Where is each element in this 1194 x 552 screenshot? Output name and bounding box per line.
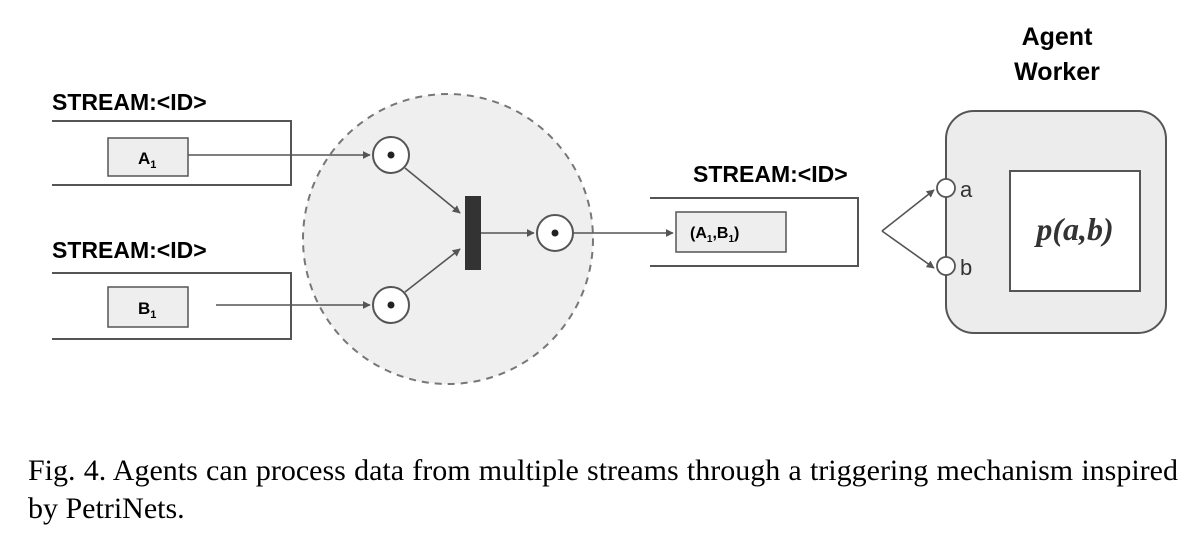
output-stream: STREAM:<ID> (A1,B1)	[650, 161, 859, 267]
stream-pipe-bottom	[52, 272, 292, 340]
place-top	[372, 136, 410, 174]
message-label-b1: B1	[138, 299, 156, 321]
port-a-label: a	[960, 177, 973, 202]
message-a1-letter: A	[138, 149, 150, 168]
port-b	[936, 256, 956, 276]
message-label-a1: A1	[138, 149, 156, 171]
input-stream-bottom-title: STREAM:<ID>	[52, 237, 207, 263]
function-label: p(a,b)	[1033, 211, 1113, 247]
token-bottom	[387, 301, 395, 309]
stream-pipe-output	[650, 197, 859, 267]
stream-pipe-top	[52, 120, 292, 186]
message-a1-subscript: 1	[150, 159, 156, 171]
figure-caption: Fig. 4. Agents can process data from mul…	[28, 454, 1178, 525]
token-output	[551, 229, 559, 237]
petri-net-diagram: STREAM:<ID> A1 STREAM:<ID> B1 STREAM:<ID…	[52, 23, 1167, 385]
input-stream-bottom: STREAM:<ID> B1	[52, 237, 292, 340]
agent-worker-title-line1: Agent	[1022, 23, 1094, 51]
output-stream-title: STREAM:<ID>	[693, 161, 848, 187]
token-top	[387, 151, 395, 159]
port-a	[936, 178, 956, 198]
message-box-a1-b1	[675, 211, 787, 253]
agent-worker: Agent Worker a b p(a,b)	[936, 23, 1167, 334]
message-part-sub2: 1	[728, 234, 734, 245]
arc-place-top-to-transition	[404, 167, 461, 214]
input-stream-top: STREAM:<ID> A1	[52, 89, 292, 186]
input-stream-top-title: STREAM:<ID>	[52, 89, 207, 115]
message-box-b1	[107, 286, 189, 328]
message-box-a1	[107, 137, 189, 177]
message-b1-letter: B	[138, 299, 150, 318]
message-b1-subscript: 1	[150, 309, 156, 321]
port-b-label: b	[960, 255, 972, 280]
place-bottom	[372, 286, 410, 324]
arc-place-bottom-to-transition	[404, 248, 461, 293]
message-part-open: (A	[690, 225, 707, 242]
place-output	[536, 214, 574, 252]
arc-stream-to-port-b	[881, 230, 935, 269]
message-part-sub1: 1	[707, 234, 713, 245]
transition-bar	[465, 196, 481, 270]
message-part-close: )	[734, 225, 739, 242]
function-box	[1009, 170, 1141, 292]
message-label-a1-b1: (A1,B1)	[690, 225, 739, 245]
message-part-mid: ,B	[712, 225, 728, 242]
arc-stream-to-port-a	[881, 189, 935, 232]
agent-worker-title-line2: Worker	[1014, 58, 1100, 86]
